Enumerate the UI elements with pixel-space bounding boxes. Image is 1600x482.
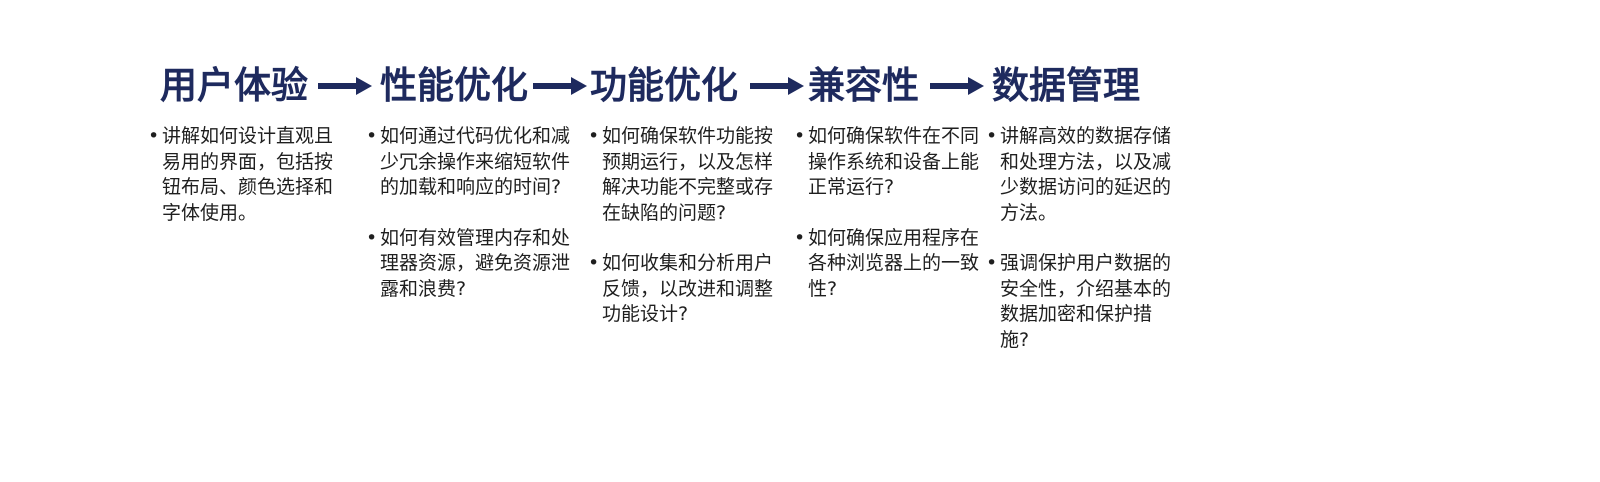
stage-bullets: • 讲解如何设计直观且易用的界面，包括按钮布局、颜色选择和字体使用。 [148,124,338,251]
arrow-right-icon [533,77,587,95]
stage-bullets: • 讲解高效的数据存储和处理方法，以及减少数据访问的延迟的方法。 • 强调保护用… [986,124,1176,378]
bullet-item: • 如何有效管理内存和处理器资源，避免资源泄露和浪费? [366,226,571,300]
arrow-right-icon [930,77,984,95]
bullet-item: • 强调保护用户数据的安全性，介绍基本的数据加密和保护措施? [986,252,1172,351]
bullet-dot-icon: • [588,125,600,147]
arrow-right-icon [318,77,372,95]
bullet-dot-icon: • [794,226,806,249]
bullet-dot-icon: • [148,125,160,147]
bullet-dot-icon: • [366,125,378,147]
bullet-item: • 如何确保软件在不同操作系统和设备上能正常运行? [794,125,980,198]
bullet-item: • 如何收集和分析用户反馈，以改进和调整功能设计? [588,252,774,325]
bullet-dot-icon: • [986,125,998,147]
bullet-dot-icon: • [986,252,998,274]
bullet-dot-icon: • [366,226,378,249]
bullet-item: • 如何确保软件功能按预期运行，以及怎样解决功能不完整或存在缺陷的问题? [588,125,774,224]
stage-bullets: • 如何确保软件在不同操作系统和设备上能正常运行? • 如何确保应用程序在各种浏… [794,124,979,327]
arrow-right-icon [750,77,804,95]
stage-title: 数据管理 [992,64,1140,107]
stage-bullets: • 如何确保软件功能按预期运行，以及怎样解决功能不完整或存在缺陷的问题? • 如… [588,124,782,353]
stage-title: 性能优化 [380,64,528,107]
bullet-item: • 如何确保应用程序在各种浏览器上的一致性? [794,226,980,300]
bullet-dot-icon: • [588,252,600,274]
bullet-item: • 讲解如何设计直观且易用的界面，包括按钮布局、颜色选择和字体使用。 [148,125,334,224]
stage-title: 用户体验 [160,64,308,107]
bullet-dot-icon: • [794,125,806,147]
stage-title: 功能优化 [590,64,738,107]
stage-bullets: • 如何通过代码优化和减少冗余操作来缩短软件的加载和响应的时间? • 如何有效管… [366,124,572,327]
stage-title: 兼容性 [808,64,919,107]
bullet-item: • 如何通过代码优化和减少冗余操作来缩短软件的加载和响应的时间? [366,125,571,198]
bullet-item: • 讲解高效的数据存储和处理方法，以及减少数据访问的延迟的方法。 [986,125,1172,224]
